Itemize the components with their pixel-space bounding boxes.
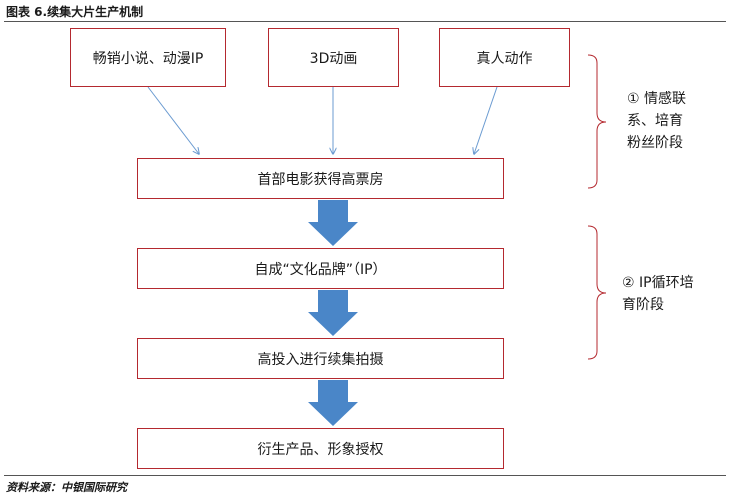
phase-note-2: ② IP循环培 育阶段 (622, 272, 694, 316)
source-box-live-action: 真人动作 (439, 28, 570, 87)
source-box-novel-anime: 畅销小说、动漫IP (70, 28, 226, 87)
source-note: 资料来源：中银国际研究 (6, 481, 127, 494)
block-arrow-1 (308, 200, 358, 246)
figure-title: 图表 6.续集大片生产机制 (6, 5, 144, 19)
phase-2-line-2: 育阶段 (622, 297, 664, 313)
source-box-3d-animation: 3D动画 (268, 28, 399, 87)
phase-note-1: ① 情感联 系、培育 粉丝阶段 (627, 88, 686, 154)
stage-box-derivatives: 衍生产品、形象授权 (137, 428, 504, 469)
bottom-rule (4, 475, 726, 476)
stage-box-first-film: 首部电影获得高票房 (137, 158, 504, 199)
top-rule (4, 21, 726, 22)
phase-2-line-1: ② IP循环培 (622, 275, 694, 291)
block-arrow-2 (308, 290, 358, 336)
block-arrow-3 (308, 380, 358, 426)
arrow-source3-to-stage1 (474, 86, 498, 154)
bracket-phase-2 (587, 225, 607, 360)
stage-box-cultural-brand: 自成“文化品牌”（IP） (137, 248, 504, 289)
bracket-phase-1 (587, 54, 607, 189)
phase-1-line-2: 系、培育 (627, 113, 683, 129)
arrow-source1-to-stage1 (147, 86, 199, 154)
phase-1-line-1: ① 情感联 (627, 91, 687, 107)
stage-box-sequel: 高投入进行续集拍摄 (137, 338, 504, 379)
phase-1-line-3: 粉丝阶段 (627, 135, 683, 151)
